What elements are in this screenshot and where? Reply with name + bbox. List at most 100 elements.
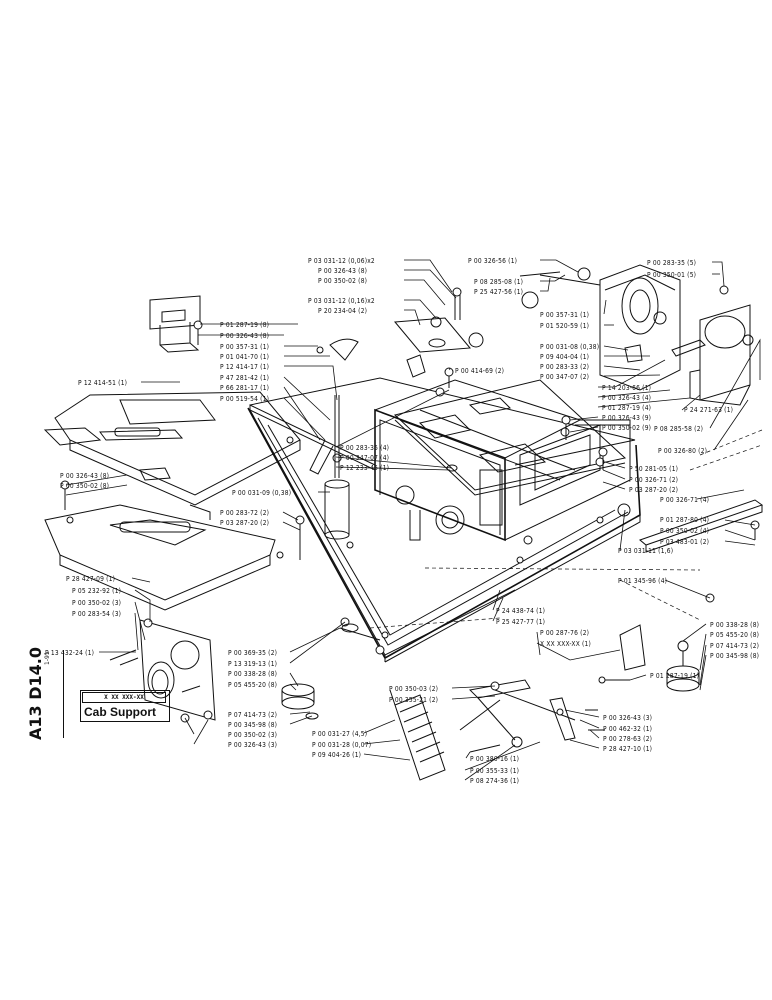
callout-label: P 03 031-11 (1,6) bbox=[618, 547, 673, 555]
callout-label: P 00 283-33 (2) bbox=[540, 363, 589, 371]
shim-plates bbox=[393, 287, 484, 353]
callout-label: P 00 326-80 (2) bbox=[658, 447, 707, 455]
callout-label: P 12 414-51 (1) bbox=[78, 379, 127, 387]
callout-label: P 00 031-08 (0,38) bbox=[540, 343, 599, 351]
callout-label: P 00 283-35 (5) bbox=[647, 259, 696, 267]
callout-label: P 00 326-43 (9) bbox=[602, 414, 651, 422]
callout-label: P 25 427-77 (1) bbox=[496, 618, 545, 626]
callout-label: P 66 281-17 (1) bbox=[220, 384, 269, 392]
callout-label: P 14 203-66 (1) bbox=[602, 384, 651, 392]
callout-label: P 00 350-02 (4) bbox=[660, 527, 709, 535]
callout-label: P 01 287-80 (4) bbox=[660, 516, 709, 524]
callout-label: P 00 326-43 (3) bbox=[228, 741, 277, 749]
callout-label: P 24 271-63 (1) bbox=[684, 406, 733, 414]
mount-bracket bbox=[149, 295, 201, 353]
callout-label: P 00 031-27 (4,5) bbox=[312, 730, 367, 738]
callout-label: P 00 283-54 (3) bbox=[72, 610, 121, 618]
callout-label: P 00 357-31 (1) bbox=[540, 311, 589, 319]
callout-label: P 00 338-28 (8) bbox=[710, 621, 759, 629]
callout-label: P 00 326-43 (8) bbox=[60, 472, 109, 480]
callout-label: P 00 347-07 (2) bbox=[540, 373, 589, 381]
callout-label: P 07 414-73 (2) bbox=[228, 711, 277, 719]
callout-label: P 09 404-04 (1) bbox=[540, 353, 589, 361]
callout-label: P 03 287-20 (2) bbox=[629, 486, 678, 494]
callout-label: P 00 326-56 (1) bbox=[468, 257, 517, 265]
callout-label: P 00 357-31 (1) bbox=[220, 343, 269, 351]
callout-label: P 00 326-43 (8) bbox=[318, 267, 367, 275]
right-mount bbox=[671, 285, 754, 406]
lower-cover-panel bbox=[44, 504, 284, 611]
callout-label: P 09 404-26 (1) bbox=[312, 751, 361, 759]
cab-support-box-frame bbox=[374, 379, 631, 545]
callout-label: P 00 414-69 (2) bbox=[455, 367, 504, 375]
callout-label: P 00 519-54 (1) bbox=[220, 395, 269, 403]
title-frame-rule bbox=[63, 650, 64, 738]
support-beam bbox=[639, 429, 764, 603]
bellows-boot bbox=[389, 689, 446, 781]
callout-label: P 00 326-43 (8) bbox=[220, 332, 269, 340]
callout-label: P 03 031-12 (0,06)x2 bbox=[308, 257, 375, 265]
callout-label: P 00 369-35 (2) bbox=[228, 649, 277, 657]
lever-linkage bbox=[459, 676, 630, 753]
drawing-code: A13 D14.0 bbox=[26, 647, 45, 740]
callout-label: P 00 031-09 (0,38) bbox=[232, 489, 291, 497]
title-block bbox=[80, 690, 170, 722]
callout-label: P 00 350-02 (3) bbox=[228, 731, 277, 739]
callout-labels: P 03 031-12 (0,06)x2 P 00 326-43 (8) P 0… bbox=[45, 257, 759, 785]
upper-cover-panel bbox=[43, 391, 301, 506]
callout-label: P 00 350-02 (9) bbox=[602, 424, 651, 432]
callout-label: P 00 283-35 (4) bbox=[340, 444, 389, 452]
callout-label: P 00 350-01 (5) bbox=[647, 271, 696, 279]
leader-lines bbox=[65, 259, 761, 781]
callout-label: P 13 432-24 (1) bbox=[45, 649, 94, 657]
callout-label: P 00 345-98 (8) bbox=[710, 652, 759, 660]
callout-label: P 00 380-16 (1) bbox=[470, 755, 519, 763]
callout-label: P 01 345-96 (4) bbox=[618, 577, 667, 585]
callout-label: P 01 041-70 (1) bbox=[220, 353, 269, 361]
callout-label: P 08 285-08 (1) bbox=[474, 278, 523, 286]
callout-label: P 00 287-76 (2) bbox=[540, 629, 589, 637]
callout-label: P 20 234-04 (2) bbox=[318, 307, 367, 315]
callout-label: P 03 483-01 (2) bbox=[660, 538, 709, 546]
drawing-date: 1-91 bbox=[44, 651, 51, 665]
callout-label: P 12 233-45 (1) bbox=[340, 464, 389, 472]
callout-label: P 01 520-59 (1) bbox=[540, 322, 589, 330]
callout-label: P 08 285-58 (2) bbox=[654, 425, 703, 433]
callout-label: P 47 281-42 (1) bbox=[220, 374, 269, 382]
callout-label: P 05 232-92 (1) bbox=[72, 587, 121, 595]
part-number-field: X XX XXX-XX bbox=[82, 692, 166, 703]
callout-label: P 28 427-09 (1) bbox=[66, 575, 115, 583]
floor-plate bbox=[393, 379, 627, 496]
cab-base-frame bbox=[247, 377, 641, 663]
page-title: Cab Support bbox=[84, 705, 156, 719]
callout-label: P 13 319-13 (1) bbox=[228, 660, 277, 668]
rubber-mount-right bbox=[619, 624, 700, 692]
callout-label: P 00 326-43 (4) bbox=[602, 394, 651, 402]
callout-label: P 05 455-20 (8) bbox=[710, 631, 759, 639]
callout-label: P 03 287-20 (2) bbox=[220, 519, 269, 527]
callout-label: P 00 326-71 (4) bbox=[660, 496, 709, 504]
rubber-mount-left bbox=[281, 683, 319, 720]
callout-label: P 00 326-71 (2) bbox=[629, 476, 678, 484]
callout-label: P 00 031-28 (0,07) bbox=[312, 741, 371, 749]
callout-label: P 01 287-19 (8) bbox=[220, 321, 269, 329]
callout-label: P 00 278-63 (2) bbox=[603, 735, 652, 743]
callout-label: P 01 287-19 (1) bbox=[650, 672, 699, 680]
reservoir-cylinder bbox=[309, 338, 359, 540]
callout-label: P 07 414-73 (2) bbox=[710, 642, 759, 650]
callout-label: P 28 427-10 (1) bbox=[603, 745, 652, 753]
callout-label: P 50 281-05 (1) bbox=[629, 465, 678, 473]
callout-label: P 00 326-43 (3) bbox=[603, 714, 652, 722]
hinge-bracket bbox=[519, 264, 681, 391]
callout-label: P 03 031-12 (0,16)x2 bbox=[308, 297, 375, 305]
callout-label: P 00 345-98 (8) bbox=[228, 721, 277, 729]
callout-label: P 00 347-07 (4) bbox=[340, 454, 389, 462]
callout-label: P 00 350-02 (3) bbox=[72, 599, 121, 607]
callout-label: P 08 274-36 (1) bbox=[470, 777, 519, 785]
callout-label: P 00 350-03 (2) bbox=[389, 685, 438, 693]
callout-label: P 00 355-33 (1) bbox=[470, 767, 519, 775]
callout-label: P 01 287-19 (4) bbox=[602, 404, 651, 412]
callout-label: P 00 350-02 (8) bbox=[60, 482, 109, 490]
callout-label: P 12 414-17 (1) bbox=[220, 363, 269, 371]
